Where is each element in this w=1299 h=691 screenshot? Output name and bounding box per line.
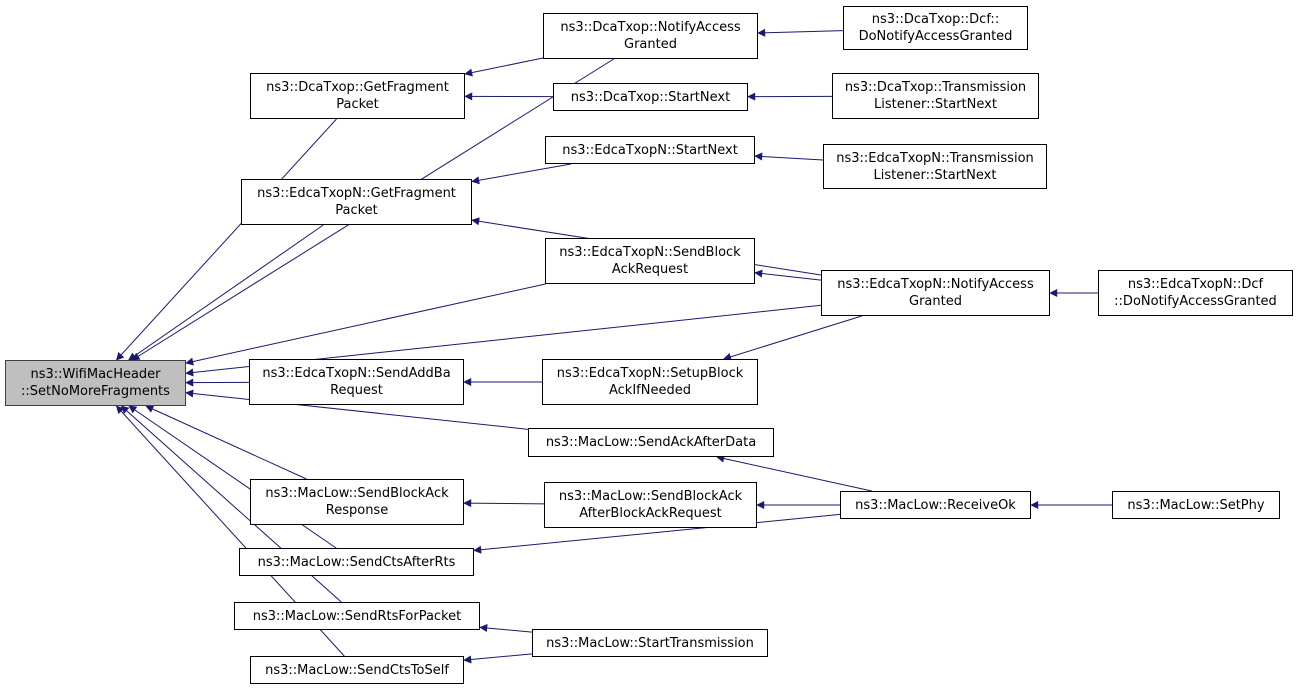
edge-eNAG-to-eSBAIN xyxy=(723,315,862,361)
node-eDcf[interactable]: ns3::EdcaTxopN::Dcf ::DoNotifyAccessGran… xyxy=(1098,270,1293,316)
node-eTLSN[interactable]: ns3::EdcaTxopN::Transmission Listener::S… xyxy=(823,144,1047,189)
node-eNAG[interactable]: ns3::EdcaTxopN::NotifyAccess Granted xyxy=(821,270,1050,316)
edge-eSBAR-to-root xyxy=(185,283,546,366)
edge-mSCAR-to-root xyxy=(128,405,337,549)
node-dtDcf[interactable]: ns3::DcaTxop::Dcf:: DoNotifyAccessGrante… xyxy=(843,6,1028,50)
edge-mSBAABAR-to-mSBAR xyxy=(463,499,545,508)
node-eSABR[interactable]: ns3::EdcaTxopN::SendAddBa Request xyxy=(249,359,464,405)
edge-eTLSN-to-eSN xyxy=(754,152,824,161)
edge-dtDcf-to-dtNAG xyxy=(757,28,844,37)
node-mSAAD[interactable]: ns3::MacLow::SendAckAfterData xyxy=(528,428,774,457)
edge-dtGFP-to-root xyxy=(115,118,337,361)
edge-mRO-to-mSCAR xyxy=(473,513,841,554)
node-mSBAR[interactable]: ns3::MacLow::SendBlockAck Response xyxy=(250,479,464,525)
node-mSBAABAR[interactable]: ns3::MacLow::SendBlockAck AfterBlockAckR… xyxy=(544,482,757,528)
node-root[interactable]: ns3::WifiMacHeader ::SetNoMoreFragments xyxy=(5,360,186,406)
edge-eGFP-to-root xyxy=(128,224,324,361)
node-eSBAIN[interactable]: ns3::EdcaTxopN::SetupBlock AckIfNeeded xyxy=(542,359,758,405)
node-mSCAR[interactable]: ns3::MacLow::SendCtsAfterRts xyxy=(239,548,474,576)
edge-dtNAG-to-dtGFP xyxy=(464,57,544,77)
node-dtTLSN[interactable]: ns3::DcaTxop::Transmission Listener::Sta… xyxy=(832,73,1039,119)
node-eGFP[interactable]: ns3::EdcaTxopN::GetFragment Packet xyxy=(241,179,472,225)
node-eSBAR[interactable]: ns3::EdcaTxopN::SendBlock AckRequest xyxy=(545,238,755,284)
node-mSCTS[interactable]: ns3::MacLow::SendCtsToSelf xyxy=(250,656,464,684)
node-mSP[interactable]: ns3::MacLow::SetPhy xyxy=(1112,491,1280,519)
node-dtNAG[interactable]: ns3::DcaTxop::NotifyAccess Granted xyxy=(543,13,758,59)
node-dtGFP[interactable]: ns3::DcaTxop::GetFragment Packet xyxy=(250,73,465,119)
node-eSN[interactable]: ns3::EdcaTxopN::StartNext xyxy=(545,136,755,164)
edge-mST-to-mSRFP xyxy=(479,624,533,633)
edge-eSN-to-eGFP xyxy=(471,163,572,185)
edge-mSAAD-to-root xyxy=(185,389,529,430)
node-mSRFP[interactable]: ns3::MacLow::SendRtsForPacket xyxy=(234,602,480,630)
edge-mSBAR-to-root xyxy=(145,405,307,480)
node-mST[interactable]: ns3::MacLow::StartTransmission xyxy=(532,629,768,657)
edge-mRO-to-mSAAD xyxy=(716,454,872,492)
node-dtSN[interactable]: ns3::DcaTxop::StartNext xyxy=(553,83,748,111)
edge-eNAG-to-eSBAR xyxy=(754,269,822,281)
edge-mST-to-mSCTS xyxy=(463,653,533,664)
node-mRO[interactable]: ns3::MacLow::ReceiveOk xyxy=(840,491,1031,519)
